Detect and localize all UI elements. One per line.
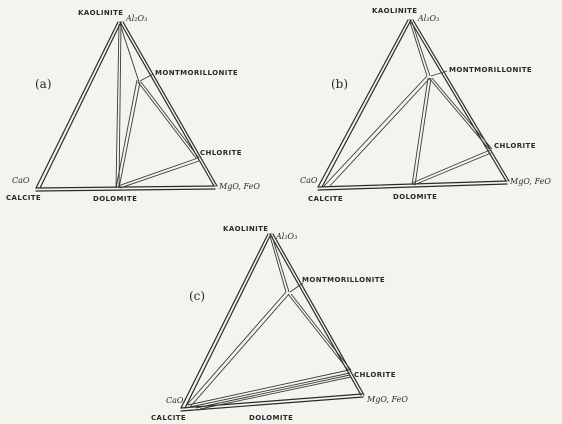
label-al2o3-a: Al₂O₃: [125, 14, 147, 23]
panel-label-c: (c): [189, 289, 205, 303]
label-chlorite-a: CHLORITE: [200, 149, 242, 157]
label-montmorillonite-c: MONTMORILLONITE: [302, 276, 385, 284]
label-cao-c: CaO: [166, 396, 184, 405]
label-chlorite-b: CHLORITE: [494, 142, 536, 150]
panel-label-b: (b): [331, 77, 348, 91]
label-chlorite-c: CHLORITE: [354, 371, 396, 379]
diagram-c: KAOLINITE Al₂O₃ MONTMORILLONITE CHLORITE…: [151, 225, 408, 422]
triangle-edges-c: [180, 233, 365, 412]
label-cao-b: CaO: [300, 176, 318, 185]
label-cao-a: CaO: [12, 176, 30, 185]
triangle-edges-b: [317, 19, 510, 191]
montmorillonite-leader-c: [289, 282, 304, 293]
label-calcite-b: CALCITE: [308, 195, 343, 203]
label-calcite-a: CALCITE: [6, 194, 41, 202]
label-al2o3-b: Al₂O₃: [417, 14, 439, 23]
tie-lines-c: [185, 235, 352, 410]
label-kaolinite-a: KAOLINITE: [78, 9, 123, 17]
label-calcite-c: CALCITE: [151, 414, 186, 422]
label-kaolinite-b: KAOLINITE: [372, 7, 417, 15]
label-dolomite-c: DOLOMITE: [249, 414, 293, 422]
label-montmorillonite-b: MONTMORILLONITE: [449, 66, 532, 74]
label-kaolinite-c: KAOLINITE: [223, 225, 268, 233]
montmorillonite-leader-a: [139, 73, 154, 82]
tie-lines-a: [115, 23, 200, 189]
label-dolomite-b: DOLOMITE: [393, 193, 437, 201]
label-mgo-feo-a: MgO, FeO: [218, 182, 260, 191]
label-mgo-feo-c: MgO, FeO: [366, 395, 408, 404]
montmorillonite-leader-b: [430, 70, 448, 77]
label-mgo-feo-b: MgO, FeO: [509, 177, 551, 186]
panel-label-a: (a): [35, 77, 52, 91]
label-montmorillonite-a: MONTMORILLONITE: [155, 69, 238, 77]
tie-lines-b: [323, 21, 493, 188]
diagram-a: KAOLINITE Al₂O₃ MONTMORILLONITE CHLORITE…: [6, 9, 260, 203]
label-al2o3-c: Al₂O₃: [275, 232, 297, 241]
diagram-b: KAOLINITE Al₂O₃ MONTMORILLONITE CHLORITE…: [300, 7, 551, 203]
triangle-edges-a: [35, 21, 218, 192]
label-dolomite-a: DOLOMITE: [93, 195, 137, 203]
